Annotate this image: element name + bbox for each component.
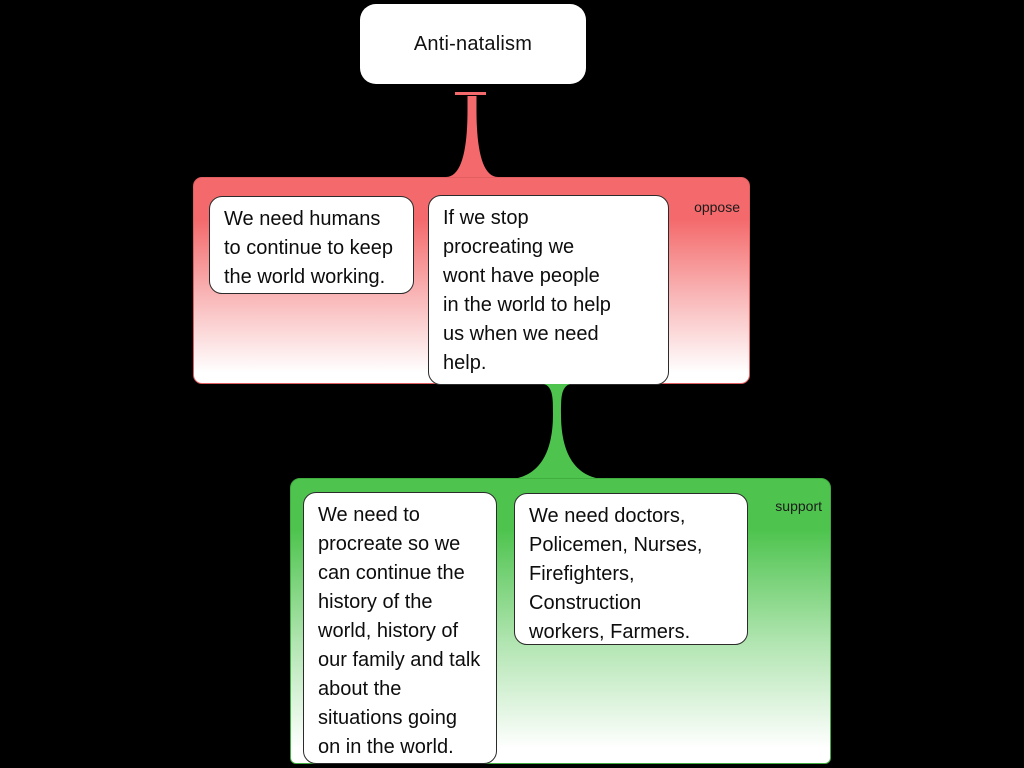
support-claim-card-1[interactable]: We need to procreate so we can continue … — [303, 492, 497, 764]
oppose-claim-text-1: We need humans to continue to keep the w… — [224, 208, 394, 288]
oppose-claim-text-2: If we stop procreating we wont have peop… — [443, 207, 611, 374]
support-claim-text-2: We need doctors, Policemen, Nurses, Fire… — [529, 505, 703, 643]
topic-node[interactable]: Anti-natalism — [360, 4, 586, 84]
oppose-connector — [446, 96, 498, 177]
support-claim-card-2[interactable]: We need doctors, Policemen, Nurses, Fire… — [514, 493, 748, 645]
support-connector — [518, 384, 596, 478]
support-group-label: support — [775, 498, 822, 514]
oppose-connector-stub — [455, 92, 486, 95]
oppose-group[interactable]: oppose We need humans to continue to kee… — [193, 177, 750, 385]
oppose-group-label: oppose — [694, 199, 740, 215]
oppose-claim-card-1[interactable]: We need humans to continue to keep the w… — [209, 196, 414, 294]
support-claim-text-1: We need to procreate so we can continue … — [318, 504, 481, 758]
support-group[interactable]: support We need to procreate so we can c… — [290, 478, 831, 764]
oppose-claim-card-2[interactable]: If we stop procreating we wont have peop… — [428, 195, 669, 385]
topic-label: Anti-natalism — [413, 32, 533, 55]
